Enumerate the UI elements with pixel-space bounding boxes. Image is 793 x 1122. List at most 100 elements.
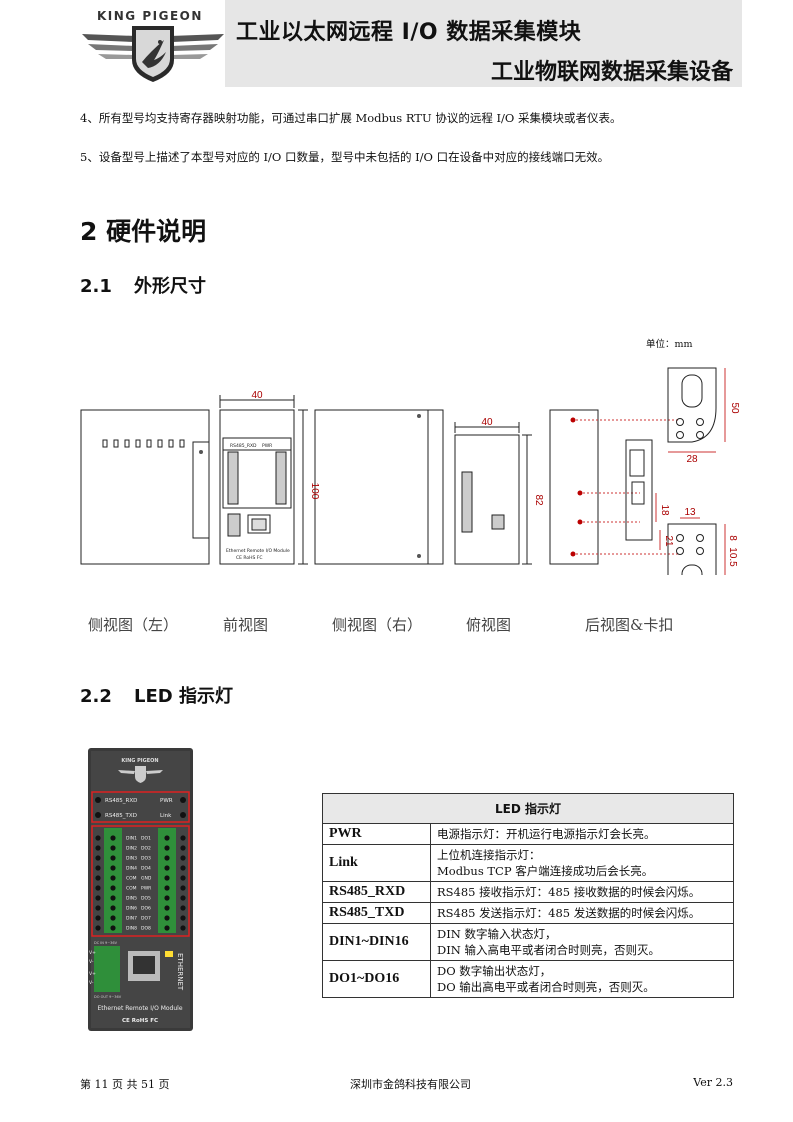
- terminal-pin-right: [164, 905, 170, 911]
- subsection-number: 2.1: [80, 276, 112, 297]
- led-description-line: DO 数字输出状态灯，: [437, 964, 552, 978]
- terminal-pin-right: [164, 865, 170, 871]
- side-view-left-outline: [80, 409, 210, 565]
- photo-terminal-label-right: GND: [141, 876, 152, 882]
- screw-terminal-right: [180, 835, 186, 841]
- screw-terminal-right: [180, 845, 186, 851]
- led-key: Link: [322, 844, 431, 882]
- screw-terminal-right: [180, 885, 186, 891]
- vent-slots: [102, 439, 185, 448]
- terminal-pin-left: [110, 835, 116, 841]
- photo-dc-out: DO OUT 9~36V: [94, 995, 122, 999]
- photo-terminal-label-left: DIN4: [126, 866, 137, 872]
- note-5: 5、设备型号上描述了本型号对应的 I/O 口数量，型号中未包括的 I/O 口在设…: [80, 150, 610, 164]
- photo-terminal-label-right: DO2: [141, 846, 151, 852]
- photo-terminal-label-right: DO3: [141, 856, 151, 862]
- section-heading: 2 硬件说明: [80, 212, 206, 248]
- led-key: DIN1~DIN16: [322, 923, 431, 961]
- device-photo: KING PIGEON RS485_RXD RS485_TXD PWR Link…: [88, 748, 193, 1031]
- terminal-pin-right: [164, 875, 170, 881]
- terminal-pin-left: [110, 855, 116, 861]
- photo-module-label: Ethernet Remote I/O Module: [97, 1005, 182, 1012]
- led-table-row: Link 上位机连接指示灯： Modbus TCP 客户端连接成功后会长亮。: [322, 844, 734, 882]
- terminal-pin-right: [164, 835, 170, 841]
- terminal-pin-right: [164, 845, 170, 851]
- dim-front-height: 100: [309, 483, 320, 500]
- terminal-pin-right: [164, 925, 170, 931]
- photo-terminal-label-right: DO4: [141, 866, 151, 872]
- side-view-right-outline: [314, 409, 444, 565]
- front-cert: CE RoHS FC: [236, 555, 263, 561]
- clip-bottom: [667, 523, 717, 575]
- photo-vplus-1: V+: [89, 950, 96, 956]
- header-title-line1: 工业以太网远程 I/O 数据采集模块: [236, 20, 582, 45]
- led-key: PWR: [322, 823, 431, 845]
- front-rs485-rxd: RS485_RXD: [230, 443, 257, 449]
- photo-terminal-label-right: DO8: [141, 926, 151, 932]
- king-pigeon-logo: [82, 26, 224, 82]
- screw-terminal-left: [95, 925, 101, 931]
- led-table-row: DIN1~DIN16 DIN 数字输入状态灯， DIN 输入高电平或者闭合时则亮，否…: [322, 923, 734, 961]
- screw-terminal-right: [180, 865, 186, 871]
- photo-terminal-label-left: DIN6: [126, 906, 137, 912]
- dim-front-width: 40: [251, 390, 263, 401]
- led-table-title: LED 指示灯: [322, 793, 734, 824]
- screw-terminal-left: [95, 895, 101, 901]
- unit-label: 单位：mm: [646, 339, 693, 350]
- led-description: RS485 发送指示灯：485 发送数据的时候会闪烁。: [430, 902, 734, 924]
- note-4: 4、所有型号均支持寄存器映射功能，可通过串口扩展 Modbus RTU 协议的远…: [80, 111, 622, 125]
- photo-vminus-2: V-: [89, 980, 94, 986]
- led-description-line: Modbus TCP 客户端连接成功后会长亮。: [437, 864, 654, 878]
- photo-pwr: PWR: [160, 798, 173, 804]
- led-description-line: 上位机连接指示灯：: [437, 848, 541, 862]
- photo-link: Link: [160, 813, 172, 819]
- clip-top: [667, 367, 717, 443]
- photo-dc-in: DC IN 9~36V: [94, 941, 118, 945]
- screw-terminal-left: [95, 865, 101, 871]
- photo-brand: KING PIGEON: [121, 758, 158, 764]
- screw-terminal-left: [95, 915, 101, 921]
- terminal-pin-right: [164, 895, 170, 901]
- photo-ethernet: ETHERNET: [176, 953, 184, 991]
- led-description-line: RS485 发送指示灯：485 发送数据的时候会闪烁。: [437, 906, 701, 920]
- terminal-pin-right: [164, 885, 170, 891]
- screw-terminal-right: [180, 895, 186, 901]
- photo-terminal-label-left: COM: [126, 886, 137, 892]
- front-view-outline: [219, 409, 295, 565]
- caption-side-right: 侧视图（右）: [332, 616, 423, 634]
- led-description-line: DIN 输入高电平或者闭合时则亮，否则灭。: [437, 943, 660, 957]
- dim-back-10-5: 10.5: [727, 547, 738, 567]
- photo-terminal-label-left: DIN8: [126, 926, 137, 932]
- terminal-pin-left: [110, 905, 116, 911]
- footer-page-number: 第 11 页 共 51 页: [80, 1078, 170, 1091]
- section-number: 2: [80, 217, 98, 246]
- photo-terminal-label-left: DIN1: [126, 836, 137, 842]
- photo-rs485-txd: RS485_TXD: [105, 813, 137, 819]
- dim-back-21: 21: [663, 535, 674, 547]
- led-description: RS485 接收指示灯：485 接收数据的时候会闪烁。: [430, 881, 734, 903]
- dim-back-50: 50: [729, 402, 740, 414]
- screw-terminal-right: [180, 875, 186, 881]
- photo-vminus-1: V-: [89, 959, 94, 965]
- section-title: 硬件说明: [106, 217, 207, 246]
- dim-back-8: 8: [727, 535, 738, 541]
- led-description-line: DO 输出高电平或者闭合时则亮，否则灭。: [437, 980, 655, 994]
- led-description-line: DIN 数字输入状态灯，: [437, 927, 557, 941]
- photo-terminal-label-right: PWR: [141, 886, 151, 892]
- caption-front: 前视图: [223, 616, 269, 634]
- back-view-outline: [549, 409, 599, 565]
- led-description: 上位机连接指示灯： Modbus TCP 客户端连接成功后会长亮。: [430, 844, 734, 882]
- terminal-pin-left: [110, 925, 116, 931]
- terminal-pin-left: [110, 895, 116, 901]
- front-pwr: PWR: [262, 443, 272, 449]
- led-description: DIN 数字输入状态灯， DIN 输入高电平或者闭合时则亮，否则灭。: [430, 923, 734, 961]
- screw-terminal-right: [180, 915, 186, 921]
- terminal-pin-right: [164, 855, 170, 861]
- led-description: 电源指示灯：开机运行电源指示灯会长亮。: [430, 823, 734, 845]
- terminal-pin-right: [164, 915, 170, 921]
- screw-terminal-left: [95, 845, 101, 851]
